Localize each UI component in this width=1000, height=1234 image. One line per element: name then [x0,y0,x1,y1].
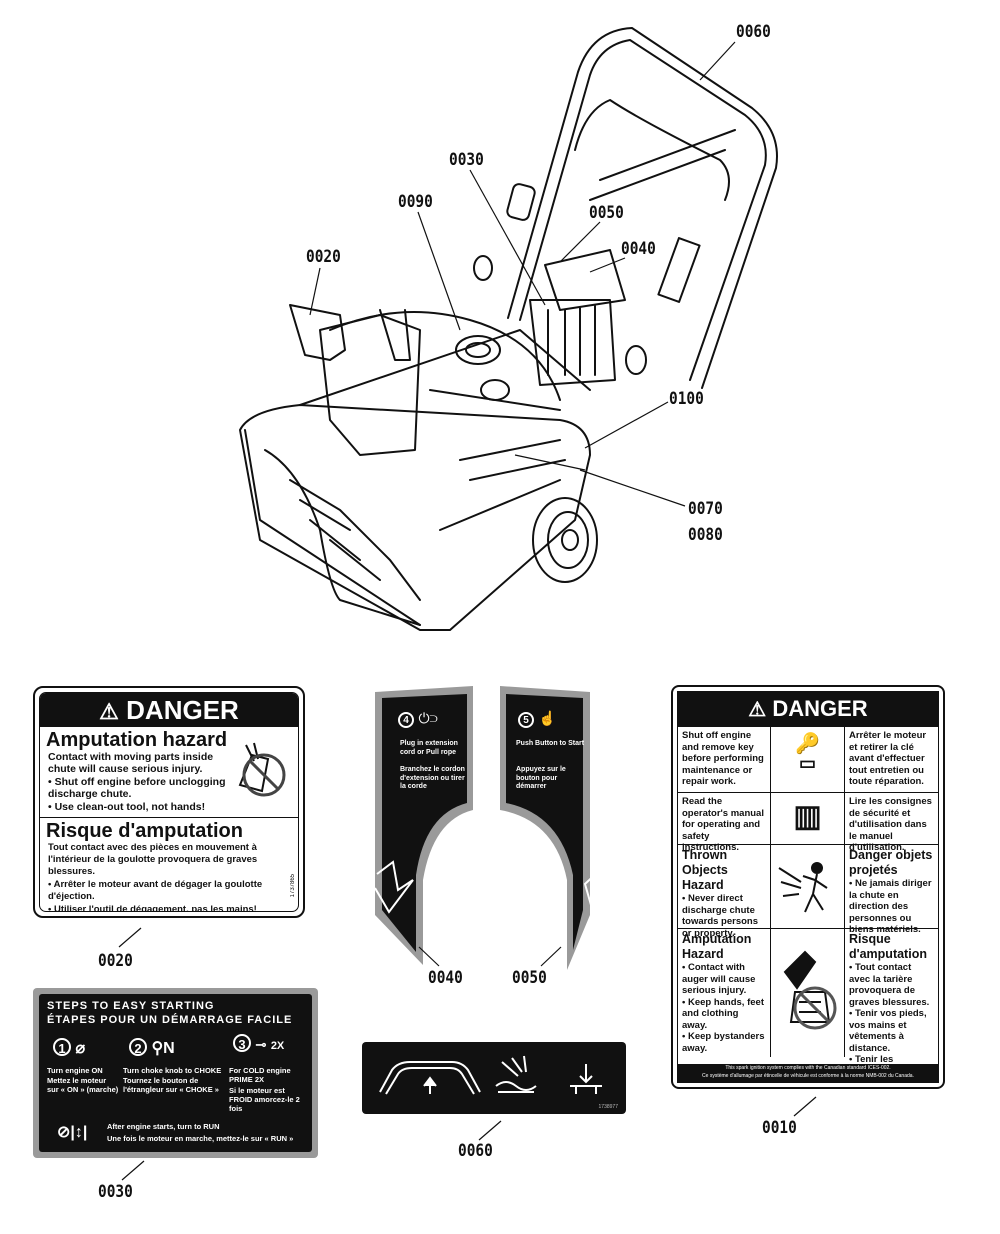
step-1-badge: 1 ⌀ [53,1038,85,1058]
run-fr: Une fois le moteur en marche, mettez-le … [107,1134,294,1143]
leader-0030 [121,1160,145,1181]
chute-decal-shapes [374,686,608,970]
step-2-badge: 2 ⚲N [129,1038,175,1058]
key-manual-icon: 🔑▭ [771,727,845,793]
row1-fr: Arrêter le moteur et retirer la clé avan… [845,727,938,793]
fr-title: Risque d'amputation [46,820,243,842]
callout-0060: 0060 [736,22,771,42]
title-en: STEPS TO EASY STARTING [47,1000,215,1012]
push-button-icon: ☝ [538,710,556,726]
label-number-0030: 0030 [98,1182,133,1202]
callout-0020: 0020 [306,247,341,267]
label-number-0010: 0010 [762,1118,797,1138]
danger-safety-label: ⚠ DANGER Shut off engine and remove key … [671,685,945,1089]
row3-fr: Danger objets projetés • Ne jamais dirig… [845,845,938,935]
leader-0060 [478,1120,502,1141]
engine-on-icon: ⌀ [75,1040,86,1057]
callout-0090: 0090 [398,192,433,212]
danger-header: ⚠ DANGER [40,693,298,727]
row1-en: Shut off engine and remove key before pe… [678,727,771,793]
fr-bullet-1: • Arrêter le moteur avant de dégager la … [48,879,263,902]
danger-header: ⚠ DANGER [678,692,938,726]
callout-0040: 0040 [621,239,656,259]
step-4-badge: 4 ⏻⊃ [398,710,438,728]
step-3-en: For COLD engine PRIME 2X [229,1066,291,1084]
step-5-badge: 5 ☝ [518,710,556,728]
en-body: Contact with moving parts inside chute w… [48,751,214,775]
row4-en: Amputation Hazard • Contact with auger w… [678,929,771,1057]
leader-0050 [540,946,562,967]
handle-bar-icons [379,1055,602,1095]
en-title: Amputation hazard [46,729,228,751]
auger-amputation-icon [771,929,845,1057]
callout-0030: 0030 [449,150,484,170]
leader-0020 [118,927,142,948]
title-fr: ÉTAPES POUR UN DÉMARRAGE FACILE [47,1014,293,1026]
step-3-fr: Si le moteur est FROID amorcez-le 2 fois [229,1086,300,1113]
step-2-fr: Tournez le bouton de l'étrangleur sur « … [123,1076,219,1094]
callout-0050: 0050 [589,203,624,223]
handle-pictogram-label: 1738977 [362,1042,626,1114]
en-bullet-1: • Shut off engine before unclogging disc… [48,776,226,800]
row4-fr: Risque d'amputation • Tout contact avec … [849,932,930,1082]
run-icon: ⊘|↕| [57,1124,88,1141]
callout-0100: 0100 [669,389,704,409]
step-3-badge: 3 ⊸ 2X [233,1034,284,1054]
manual-book-icon: ▥ [771,793,845,845]
danger-amputation-label: ⚠ DANGER Amputation hazard Contact with … [33,686,305,918]
step-5-en: Push Button to Start [516,740,585,747]
leader-0010 [793,1096,817,1117]
part-number: 1738977 [598,1104,618,1110]
row2-fr: Lire les consignes de sécurité et d'util… [845,793,938,853]
step-1-fr: Mettez le moteur sur « ON » (marche) [47,1076,119,1094]
en-bullet-2: • Use clean-out tool, not hands! [48,801,206,813]
run-en: After engine starts, turn to RUN [107,1122,220,1131]
step-2-en: Turn choke knob to CHOKE [123,1066,222,1075]
callout-0080: 0080 [688,525,723,545]
step-5-fr: Appuyez sur le bouton pour démarrer [516,766,566,790]
label-number-0040: 0040 [428,968,463,988]
snowblower-illustration [239,27,778,631]
fr-bullet-2: • Utiliser l'outil de dégagement, pas le… [48,904,257,912]
row3-en: Thrown Objects Hazard • Never direct dis… [678,845,771,939]
label-number-0050: 0050 [512,968,547,988]
callout-0070: 0070 [688,499,723,519]
leader-0040 [418,946,440,967]
label-number-0020: 0020 [98,951,133,971]
compliance-footer: This spark ignition system complies with… [678,1064,938,1082]
row2-en: Read the operator's manual for operating… [678,793,771,853]
choke-icon: ⚲N [151,1040,175,1057]
label-number-0060: 0060 [458,1141,493,1161]
fr-body: Tout contact avec des pièces en mouvemen… [48,842,258,877]
step-4-en: Plug in extension cord or Pull rope [400,740,458,756]
easy-starting-label: STEPS TO EASY STARTING ÉTAPES POUR UN DÉ… [33,988,318,1158]
thrown-objects-icon [771,845,845,929]
step-1-en: Turn engine ON [47,1066,103,1075]
plug-icon: ⏻⊃ [418,710,438,726]
step-4-fr: Branchez le cordon d'extension ou tirer … [400,766,465,790]
hand-in-chute-icon [232,735,290,801]
part-number: 1737865 [290,873,296,897]
primer-icon: ⊸ [255,1037,267,1052]
warning-triangle-icon: ⚠ [99,699,119,724]
warning-triangle-icon: ⚠ [748,699,767,721]
